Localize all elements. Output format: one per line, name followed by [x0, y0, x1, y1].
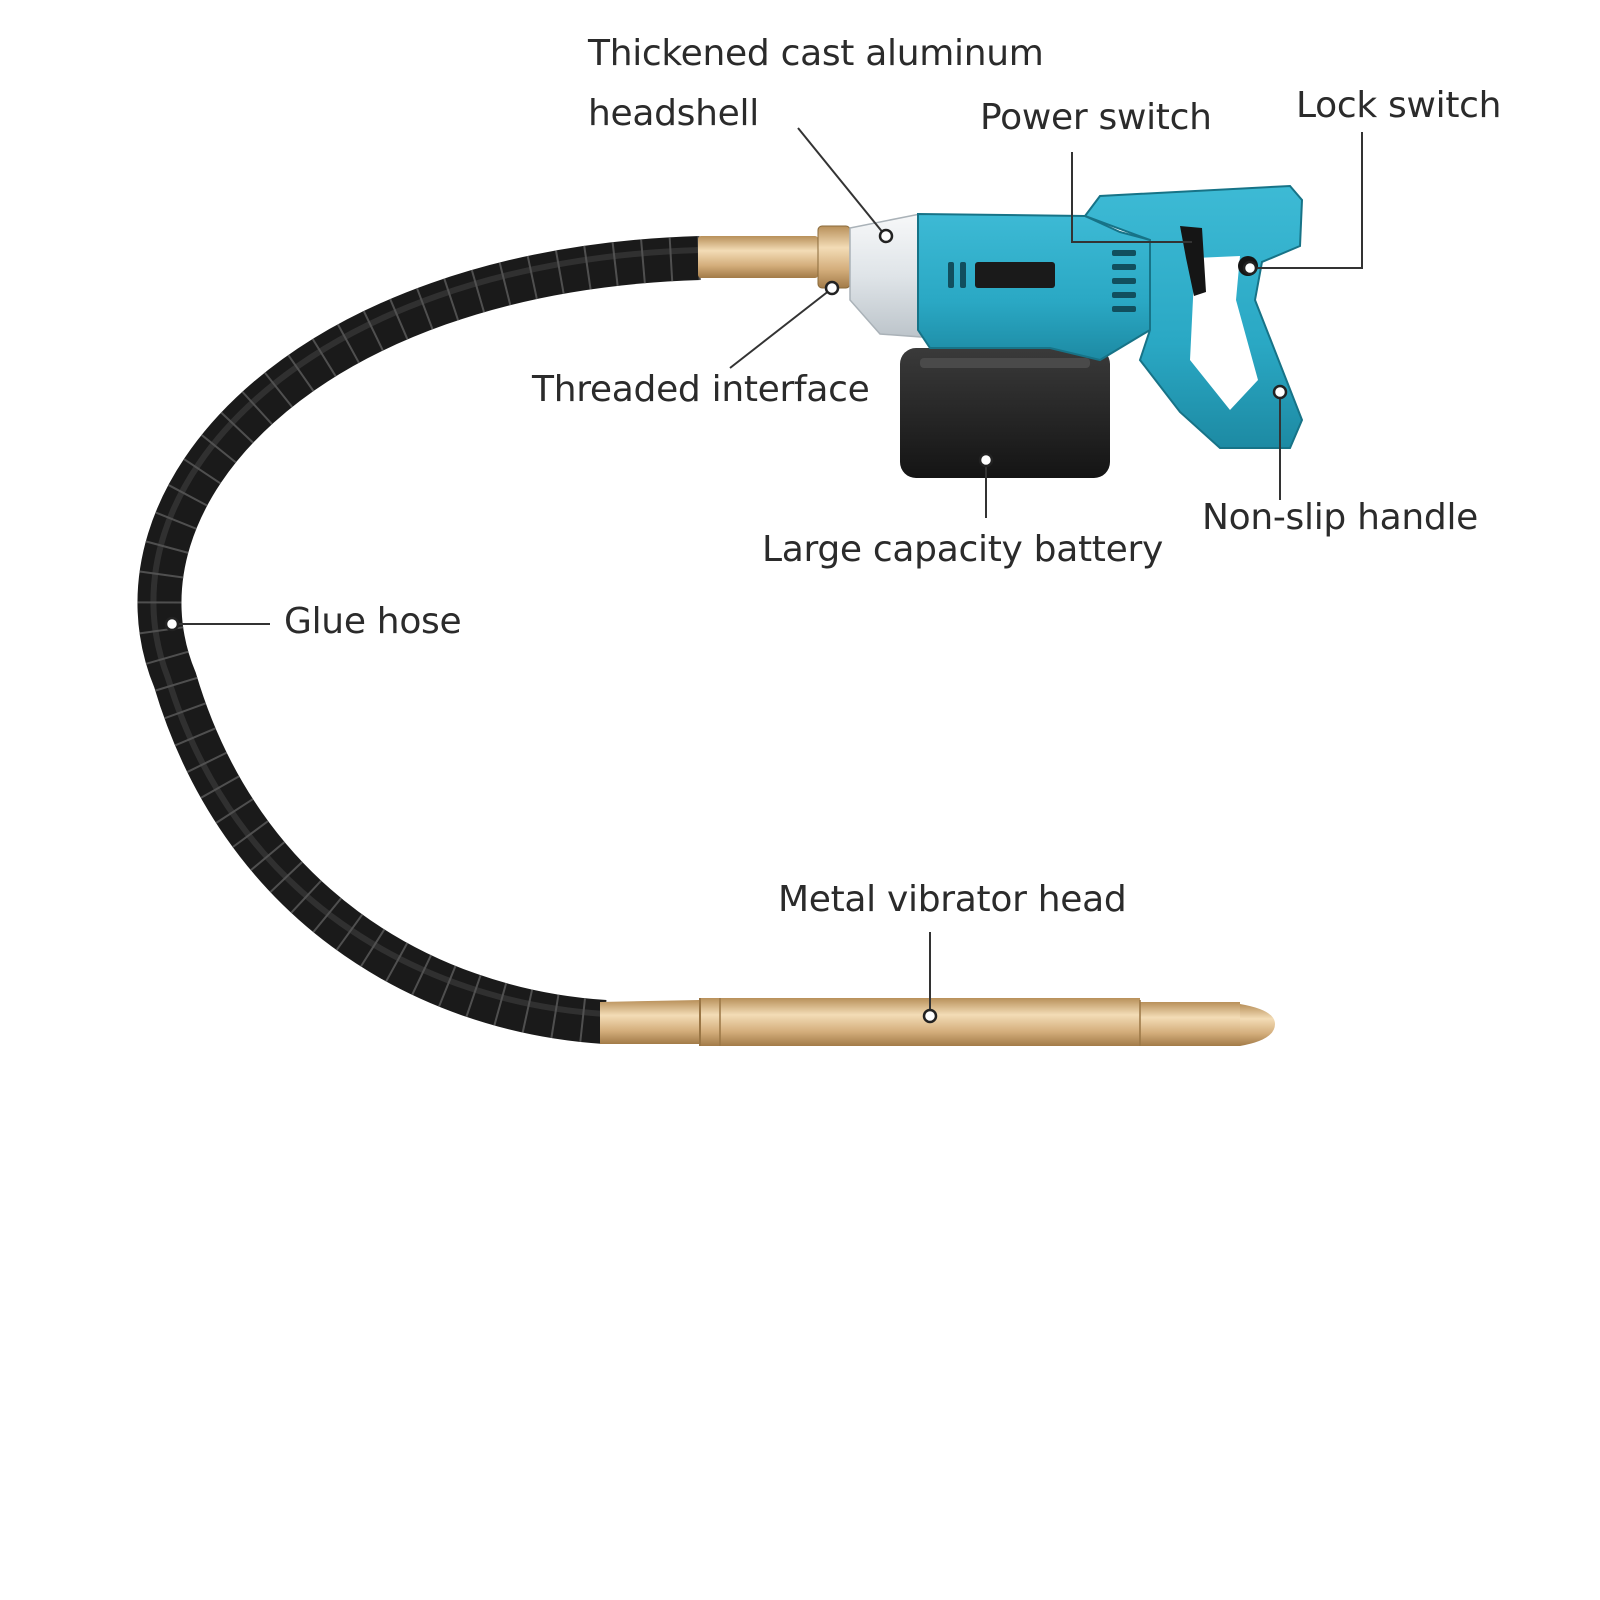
label-lock-switch: Lock switch — [1296, 85, 1502, 126]
headshell — [849, 213, 936, 339]
battery — [900, 348, 1110, 478]
hose-collar — [698, 225, 851, 289]
leader-lines — [164, 127, 1363, 1024]
label-threaded-interface: Threaded interface — [532, 369, 870, 410]
label-hose: Glue hose — [284, 601, 462, 642]
label-battery: Large capacity battery — [762, 529, 1163, 570]
tool-body — [917, 184, 1304, 449]
label-handle: Non-slip handle — [1202, 497, 1479, 538]
metal-vibrator-head — [600, 998, 1275, 1046]
label-power-switch: Power switch — [980, 97, 1212, 138]
label-vibrator-head: Metal vibrator head — [778, 879, 1127, 920]
glue-hose — [137, 236, 701, 1044]
label-headshell-line1: Thickened cast aluminum — [588, 33, 1044, 74]
label-headshell-line2: headshell — [588, 93, 759, 134]
